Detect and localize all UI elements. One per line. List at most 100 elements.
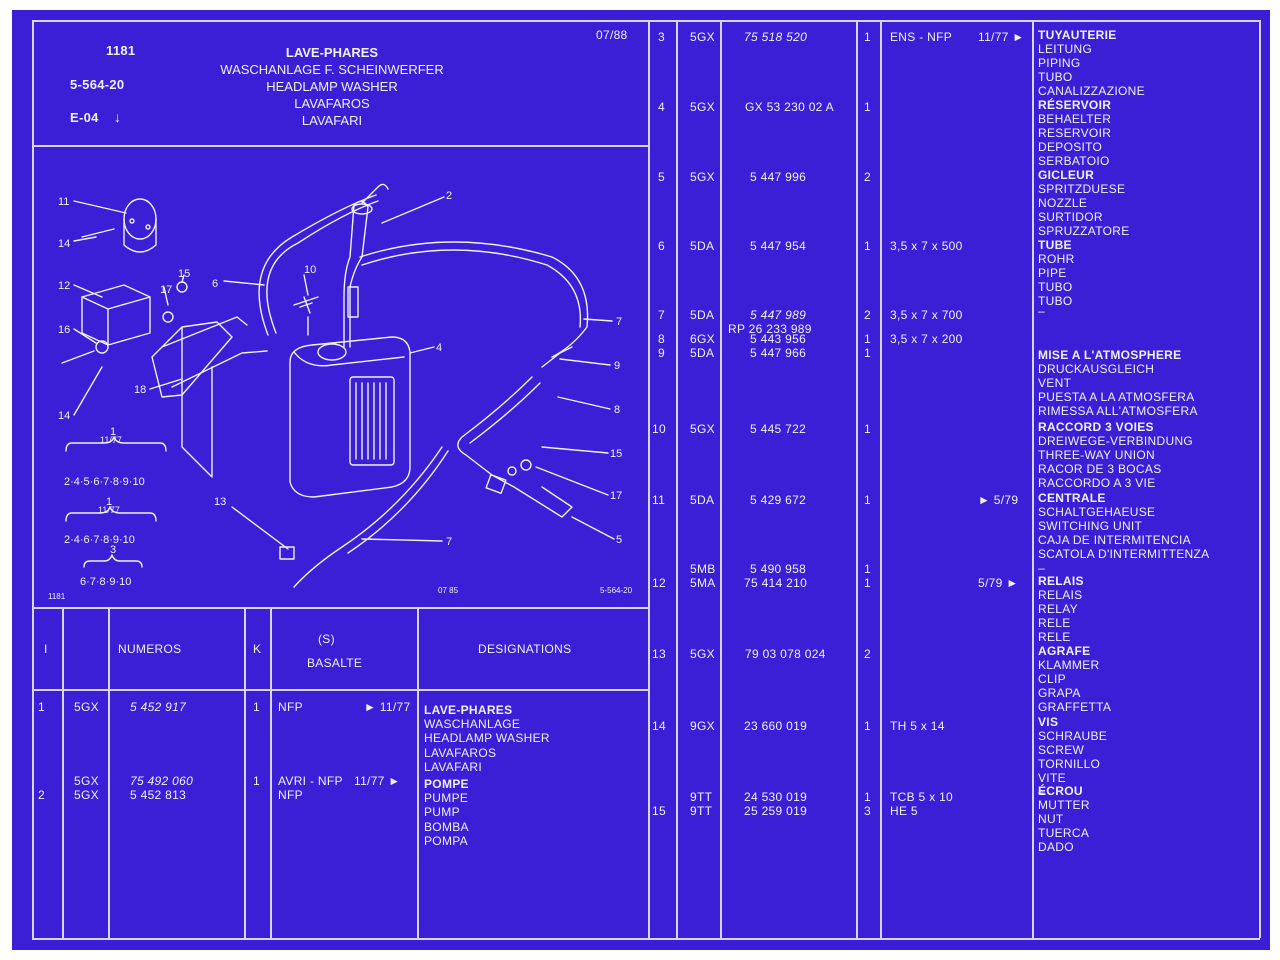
quantity: 1 xyxy=(864,719,871,733)
part-code: 5GX xyxy=(690,30,715,44)
header-date: 07/88 xyxy=(596,28,628,42)
designation: PUESTA A LA ATMOSFERA xyxy=(1038,389,1195,404)
designation: RELE xyxy=(1038,629,1071,644)
callout-13: 13 xyxy=(214,496,226,508)
designation: RÉSERVOIR xyxy=(1038,98,1112,112)
quantity: 1 xyxy=(864,30,871,44)
designation: NOZZLE xyxy=(1038,195,1088,210)
quantity: 1 xyxy=(253,774,260,788)
hose-lower xyxy=(293,446,443,588)
basalte-value: NFP xyxy=(278,700,303,714)
designation: LAVAFAROS xyxy=(424,745,497,760)
basalte-value-2: NFP xyxy=(278,788,303,802)
part-number: 5 447 996 xyxy=(750,170,807,184)
designation: – xyxy=(1038,304,1045,318)
row-index: 10 xyxy=(652,422,666,436)
row-index: 3 xyxy=(658,30,665,44)
part-code: 5DA xyxy=(690,308,715,322)
part-number: GX 53 230 02 A xyxy=(745,100,834,114)
brace3-label: 3 xyxy=(110,544,116,556)
basalte-value: AVRI - NFP xyxy=(278,774,343,788)
designation: DREIWEGE-VERBINDUNG xyxy=(1038,433,1194,448)
callout-9: 9 xyxy=(614,360,620,372)
right-col-sep-2 xyxy=(720,20,722,938)
brace3-items: 6·7·8·9·10 xyxy=(80,576,131,588)
pump-part xyxy=(343,200,369,348)
designation: VITE xyxy=(1038,770,1066,785)
date-flag: 11/77 ► xyxy=(354,774,401,788)
col-header-k: K xyxy=(253,642,262,656)
part-code: 5GX xyxy=(74,774,99,788)
designation: SCHRAUBE xyxy=(1038,728,1108,743)
left-col-sep-2 xyxy=(108,607,110,938)
quantity: 1 xyxy=(864,790,871,804)
spec-value: ENS - NFP xyxy=(890,30,953,44)
part-number: 25 259 019 xyxy=(744,804,808,818)
row-index: 12 xyxy=(652,576,666,590)
part-code: 9GX xyxy=(690,719,715,733)
designation: SURTIDOR xyxy=(1038,209,1103,224)
col-header-basalte-s: (S) xyxy=(318,632,335,646)
switching-unit-part xyxy=(123,198,157,240)
designation: PIPING xyxy=(1038,55,1081,70)
row-index: 9 xyxy=(658,346,665,360)
part-number: 5 490 958 xyxy=(750,562,807,576)
brace1-date: 11/77 xyxy=(100,435,122,445)
designation: TORNILLO xyxy=(1038,756,1101,771)
designation: SPRITZDUESE xyxy=(1038,181,1126,196)
parts-sheet: 1181 5-564-20 E-04 ↓ 07/88 LAVE-PHARES W… xyxy=(12,10,1270,950)
callout-14b: 14 xyxy=(58,410,70,422)
designation: RACCORD 3 VOIES xyxy=(1038,420,1154,434)
title-it: LAVAFARI xyxy=(301,113,363,128)
nozzle-part xyxy=(491,474,573,518)
designation: HEADLAMP WASHER xyxy=(424,731,550,746)
row-index: 6 xyxy=(658,239,665,253)
part-number: 5 447 966 xyxy=(750,346,807,360)
row-index: 7 xyxy=(658,308,665,322)
designation: RELAIS xyxy=(1038,587,1083,602)
designation: TUYAUTERIE xyxy=(1038,28,1117,42)
designation: – xyxy=(1038,784,1045,799)
part-code: 5MA xyxy=(690,576,716,590)
title-block: LAVE-PHARES WASCHANLAGE F. SCHEINWERFER … xyxy=(192,44,472,129)
designation: SCREW xyxy=(1038,742,1085,757)
callout-15b: 15 xyxy=(610,448,622,460)
date-flag: 11/77 ► xyxy=(978,30,1025,44)
designation: TUBO xyxy=(1038,293,1073,308)
header-ref: 5-564-20 xyxy=(70,77,125,92)
frame-bottom-line xyxy=(32,938,1260,940)
frame-left-line xyxy=(32,20,34,938)
frame-right-line xyxy=(1259,20,1261,938)
date-flag: ► 11/77 xyxy=(364,700,411,714)
designation: POMPA xyxy=(424,833,468,848)
row-index: 4 xyxy=(658,100,665,114)
callout-7b: 7 xyxy=(446,536,452,548)
quantity: 1 xyxy=(253,700,260,714)
spec-value: HE 5 xyxy=(890,804,918,818)
designation: POMPE xyxy=(424,777,469,791)
right-col-sep-3 xyxy=(856,20,858,938)
col-header-index: I xyxy=(44,642,48,656)
callout-8: 8 xyxy=(614,404,620,416)
pipe-7 xyxy=(359,241,589,358)
diagram-divider xyxy=(32,607,648,609)
designation: GICLEUR xyxy=(1038,168,1095,182)
quantity: 1 xyxy=(864,422,871,436)
designation: VIS xyxy=(1038,715,1059,729)
part-number: RP 26 233 989 xyxy=(728,322,812,336)
designation: ÉCROU xyxy=(1038,784,1083,798)
quantity: 1 xyxy=(864,239,871,253)
designation: SCHALTGEHAEUSE xyxy=(1038,504,1156,519)
designation: LEITUNG xyxy=(1038,41,1093,56)
callout-11: 11 xyxy=(58,196,69,208)
spec-value: 3,5 x 7 x 200 xyxy=(890,332,963,346)
left-col-sep-4 xyxy=(270,607,272,938)
brace1-label: 1 xyxy=(110,426,116,438)
designation: RELAIS xyxy=(1038,574,1084,588)
diagram-footer-code: 1181 xyxy=(48,592,66,601)
designation: TUBO xyxy=(1038,279,1073,294)
right-col-sep-4 xyxy=(880,20,882,938)
part-number: 5 445 722 xyxy=(750,422,807,436)
left-col-sep-5 xyxy=(417,607,419,938)
callout-15a: 15 xyxy=(178,268,190,280)
